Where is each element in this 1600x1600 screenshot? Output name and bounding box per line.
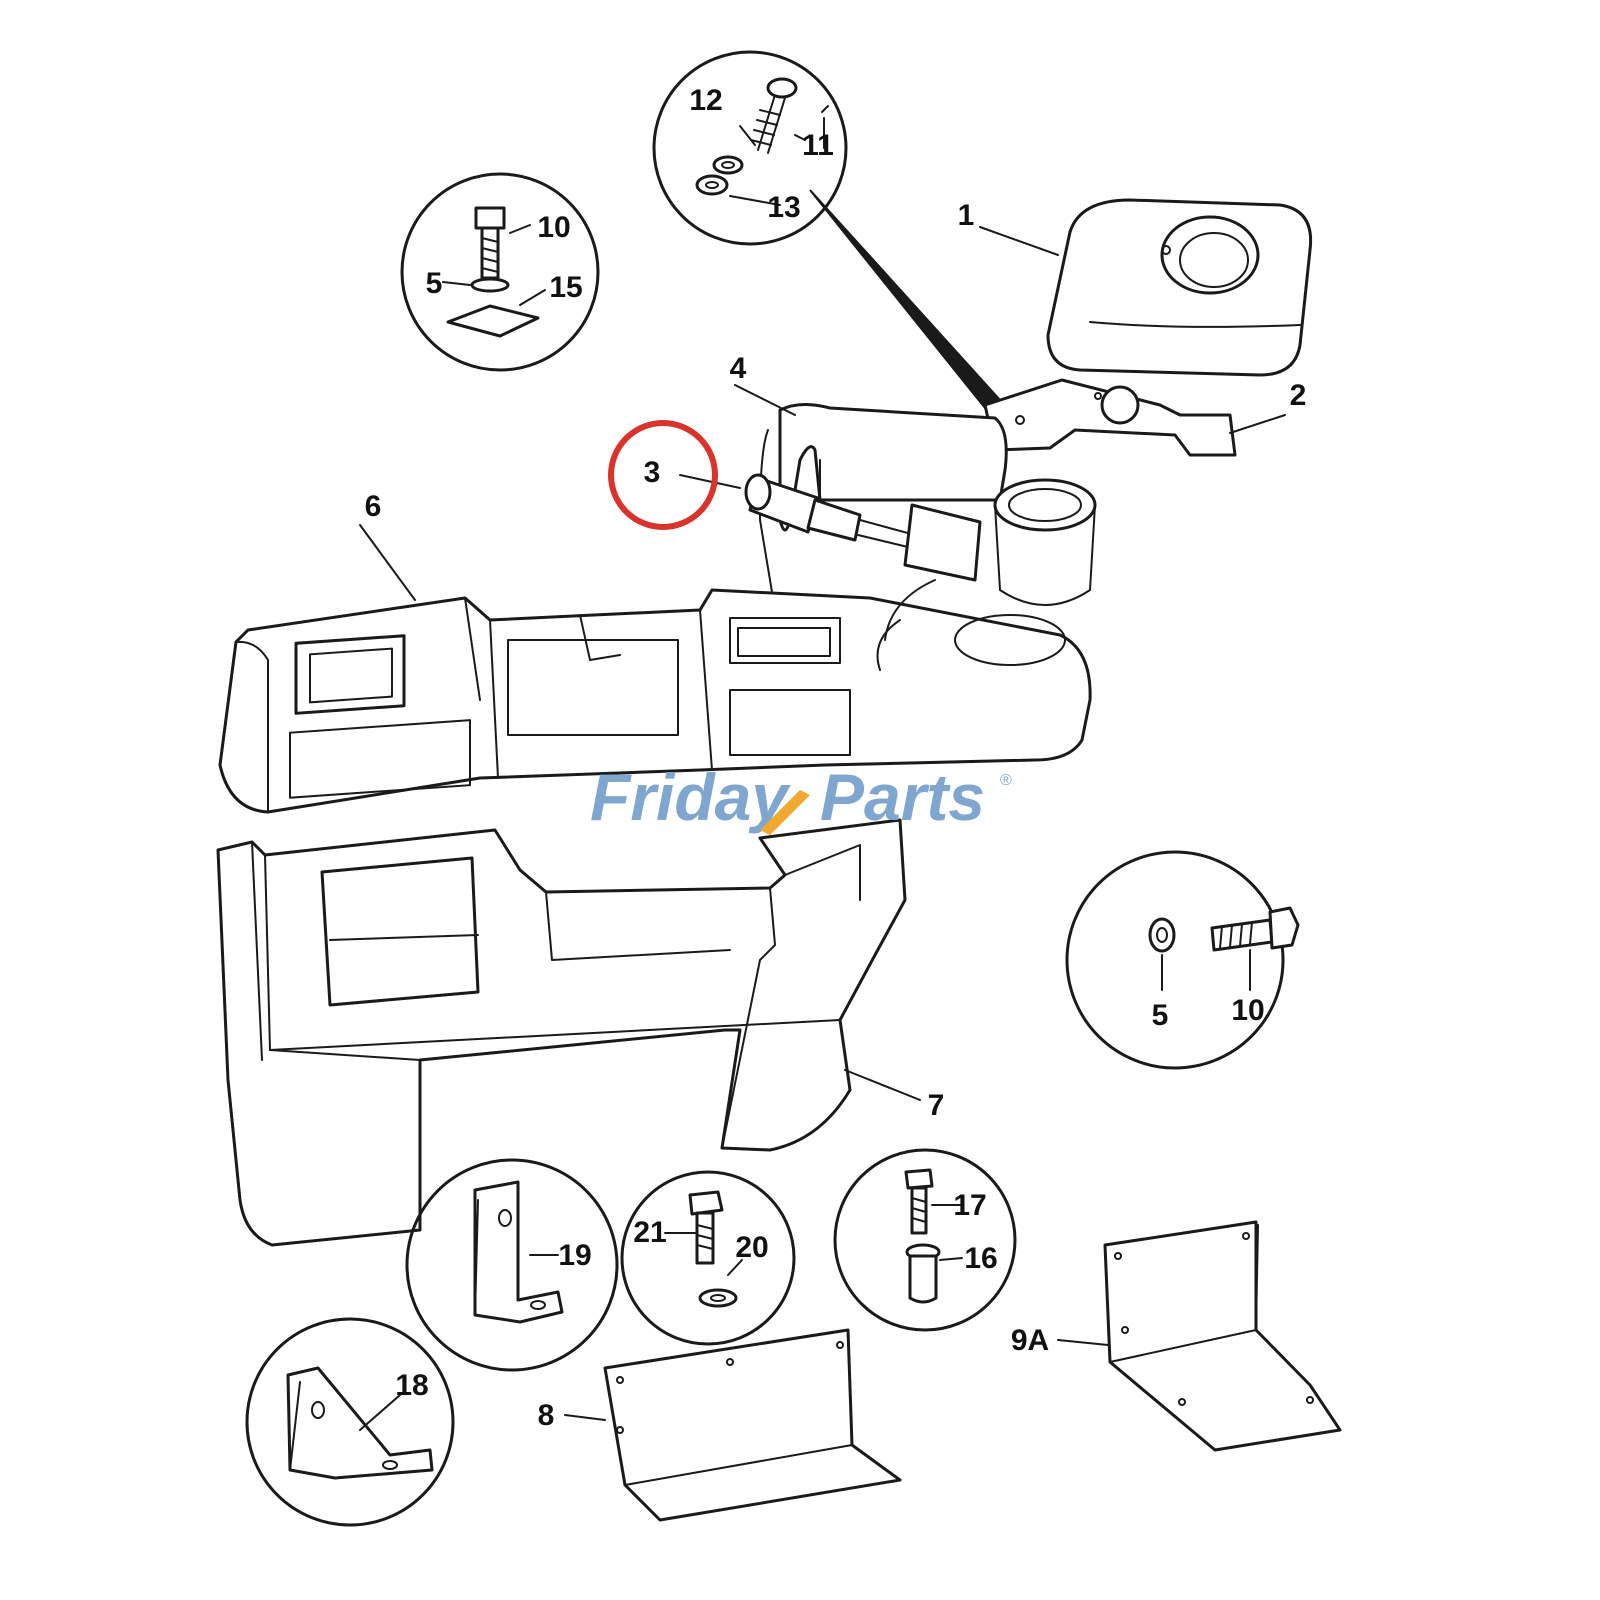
- bolt-10-icon: [1210, 906, 1300, 952]
- callout-3: 3: [644, 456, 661, 489]
- callout-13: 13: [767, 191, 800, 224]
- washer-5-icon: [1148, 917, 1176, 953]
- friday-parts-watermark: Friday Parts ®: [590, 760, 1012, 835]
- part-4-column-shroud: 4: [730, 352, 1008, 761]
- part-8-angle-plate: 8: [538, 1328, 902, 1522]
- watermark-text-parts: Parts: [820, 760, 985, 834]
- callout-11: 11: [802, 129, 834, 162]
- callout-20: 20: [735, 1231, 768, 1264]
- callout-16: 16: [964, 1242, 997, 1275]
- inset-bolt-kit-5-10-right: 5 10: [1065, 850, 1300, 1070]
- inset-bracket-18: 18: [245, 1317, 455, 1527]
- spacer-16-icon: [905, 1243, 941, 1304]
- washer-13-icon: [695, 174, 729, 196]
- callout-5-right: 5: [1152, 999, 1169, 1032]
- inset-bolt-kit-10-5-15: 10 5 15: [400, 172, 600, 372]
- part-6-upper-dash-panel: 6: [218, 490, 1092, 814]
- callout-9a: 9A: [1011, 1324, 1049, 1357]
- callout-15: 15: [549, 271, 582, 304]
- callout-17: 17: [953, 1189, 986, 1222]
- callout-6: 6: [365, 490, 382, 523]
- callout-8: 8: [538, 1399, 555, 1432]
- part-9a-angle-plate: 9A: [1011, 1220, 1342, 1452]
- callout-7: 7: [928, 1089, 945, 1122]
- inset-bolt-kit-17-16: 17 16: [833, 1148, 1017, 1332]
- callout-10-right: 10: [1231, 994, 1264, 1027]
- highlight-circle: [608, 420, 718, 530]
- screw-11-icon: [750, 77, 829, 154]
- callout-1: 1: [958, 199, 975, 232]
- callout-18: 18: [395, 1369, 428, 1402]
- part-7-lower-console: 7: [216, 818, 945, 1247]
- washer-20-icon: [698, 1288, 738, 1308]
- washer-5-icon: [470, 277, 510, 293]
- inset-bolt-kit-21-20: 21 20: [620, 1170, 796, 1346]
- bolt-17-icon: [904, 1168, 934, 1235]
- callout-19: 19: [558, 1239, 591, 1272]
- callout-21: 21: [633, 1216, 666, 1249]
- callout-2: 2: [1290, 379, 1307, 412]
- watermark-slash-accent: [760, 790, 810, 835]
- callout-5-top: 5: [426, 267, 443, 300]
- callout-12: 12: [689, 84, 722, 117]
- callout-10-top: 10: [537, 211, 570, 244]
- part-2-bracket: 2: [983, 378, 1307, 457]
- inset-bracket-19: 19: [405, 1158, 619, 1372]
- callout-4: 4: [730, 352, 747, 385]
- watermark-registered-mark: ®: [1000, 772, 1012, 789]
- inset-screw-kit-11-12-13: 12 11 13: [652, 50, 1002, 410]
- part-3-indicator-switch: 3: [608, 420, 1097, 641]
- bolt-10-icon: [474, 206, 506, 280]
- washer-12-icon: [712, 155, 744, 175]
- part-1-housing: 1: [958, 198, 1313, 377]
- bolt-21-icon: [688, 1190, 724, 1265]
- watermark-text-friday: Friday: [590, 760, 791, 834]
- plate-15-icon: [446, 304, 540, 338]
